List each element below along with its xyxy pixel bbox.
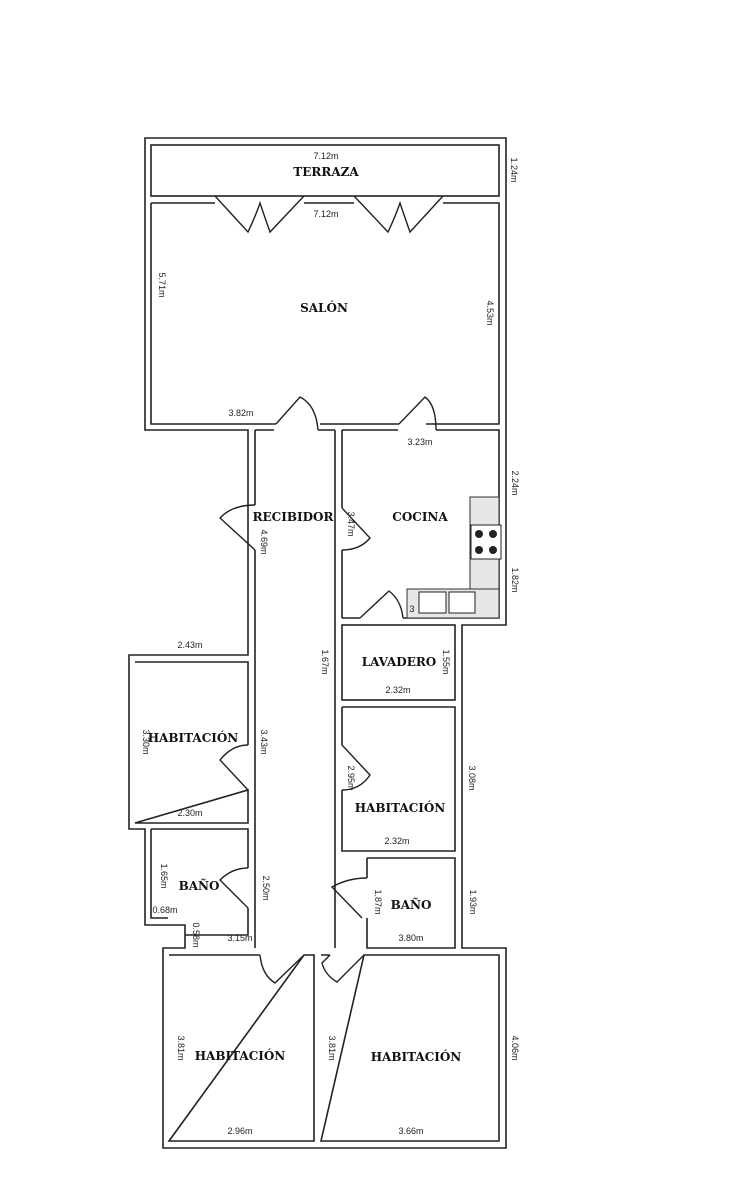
room-label-recibidor: RECIBIDOR — [253, 510, 335, 524]
terraza-room — [150, 144, 500, 197]
room-label-salon: SALÓN — [300, 299, 348, 315]
lavadero-door[interactable] — [359, 590, 404, 619]
terraza-door-right[interactable] — [353, 195, 444, 234]
dim-salon-width: 7.12m — [313, 209, 338, 219]
dim-bano-left-depth: 1.65m — [159, 863, 169, 888]
room-label-terraza: TERRAZA — [293, 165, 359, 179]
lavadero-room — [341, 624, 456, 701]
habitacion-bottom-right-door[interactable] — [321, 954, 365, 983]
salon-room — [150, 202, 500, 425]
bano-left-room — [150, 828, 249, 936]
recibidor-corridor — [254, 429, 336, 948]
room-label-lavadero: LAVADERO — [362, 655, 437, 669]
habitacion-right-door[interactable] — [341, 744, 371, 791]
dim-bano-left-side: 2.50m — [261, 875, 271, 900]
dim-hab-br-side: 4.06m — [510, 1035, 520, 1060]
dim-bano-right-depth: 1.87m — [373, 889, 383, 914]
dim-hab-left-side: 3.43m — [259, 729, 269, 754]
dim-hab-right-width: 2.32m — [384, 836, 409, 846]
dim-hab-right-side: 3.08m — [467, 765, 477, 790]
dim-bano-right-width: 3.80m — [398, 933, 423, 943]
dim-hab-bl-width: 2.96m — [227, 1126, 252, 1136]
dim-lavadero-width: 2.32m — [385, 685, 410, 695]
salon-cocina-door[interactable] — [398, 396, 437, 431]
habitacion-left-room — [134, 661, 249, 824]
dim-hab-br-depth: 3.81m — [327, 1035, 337, 1060]
cocina-door[interactable] — [341, 507, 371, 551]
dim-hab-right-door: 2.95m — [346, 765, 356, 790]
dim-bano-left-notch: 0.58m — [191, 922, 201, 947]
room-label-bano-left: BAÑO — [179, 878, 220, 893]
bano-right-door[interactable] — [330, 877, 368, 919]
room-label-habitacion-bottom-left: HABITACIÓN — [195, 1047, 286, 1063]
room-label-habitacion-right: HABITACIÓN — [355, 799, 446, 815]
dim-bano-right-side: 1.93m — [468, 889, 478, 914]
dim-cocina-right-lower: 1.82m — [510, 567, 520, 592]
dim-cocina-right-upper: 2.24m — [510, 470, 520, 495]
dim-hab-br-width: 3.66m — [398, 1126, 423, 1136]
dim-cocina-small: 3 — [409, 604, 414, 614]
dim-hab-left-depth: 3.30m — [141, 729, 151, 754]
habitacion-bottom-left-room — [167, 954, 315, 1142]
dim-recibidor-length: 4.69m — [259, 529, 269, 554]
stove-icon — [470, 524, 502, 560]
bano-right-room — [366, 857, 456, 949]
room-label-habitacion-bottom-right: HABITACIÓN — [371, 1048, 462, 1064]
dim-corridor-mid: 1.67m — [320, 649, 330, 674]
habitacion-left-door[interactable] — [219, 744, 249, 791]
habitacion-right-room — [341, 706, 456, 852]
terraza-door-left[interactable] — [214, 195, 305, 234]
dim-hab-left-width: 2.30m — [177, 808, 202, 818]
sink-icon — [418, 591, 447, 614]
dim-lavadero-depth: 1.55m — [441, 649, 451, 674]
room-label-cocina: COCINA — [392, 510, 448, 524]
dim-corridor-left-top: 2.43m — [177, 640, 202, 650]
dim-corridor-bottom: 3.15m — [227, 933, 252, 943]
dim-cocina-left: 3.47m — [346, 511, 356, 536]
dim-hab-bl-depth: 3.81m — [176, 1035, 186, 1060]
dim-cocina-top: 3.23m — [407, 437, 432, 447]
room-label-habitacion-left: HABITACIÓN — [148, 729, 239, 745]
bano-left-door[interactable] — [219, 867, 249, 909]
dim-terraza-width: 7.12m — [313, 151, 338, 161]
entrance-door[interactable] — [219, 504, 256, 551]
room-label-bano-right: BAÑO — [391, 897, 432, 912]
habitacion-bottom-left-door[interactable] — [259, 954, 305, 984]
dim-salon-left: 5.71m — [157, 272, 167, 297]
habitacion-bottom-right-room — [319, 954, 500, 1142]
salon-recibidor-door[interactable] — [275, 396, 319, 431]
dim-terraza-depth: 1.24m — [509, 157, 519, 182]
outer-wall — [128, 137, 507, 1149]
kitchen-counter — [406, 496, 502, 619]
dim-salon-right: 4.53m — [485, 300, 495, 325]
dim-bano-left-small: 0.68m — [152, 905, 177, 915]
dim-salon-bottom: 3.82m — [228, 408, 253, 418]
